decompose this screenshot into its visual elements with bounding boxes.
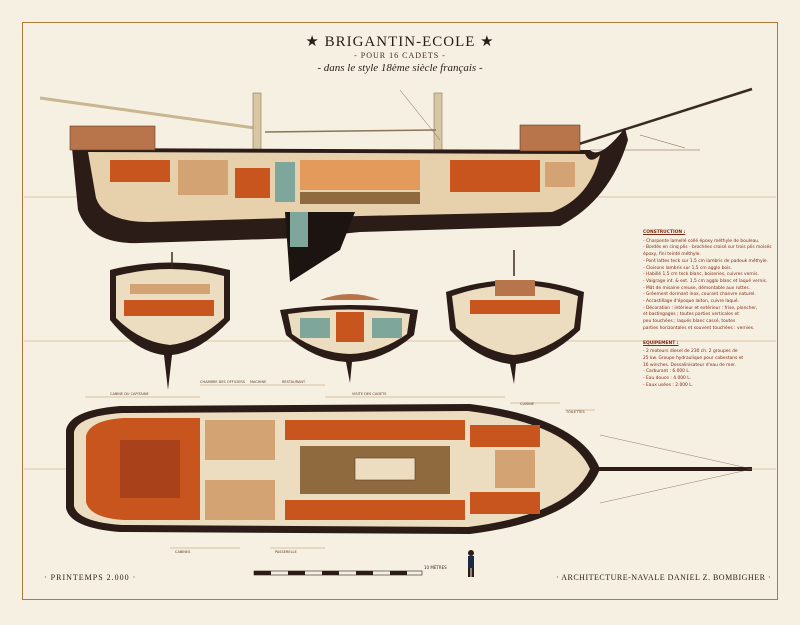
human-scale-figure	[468, 550, 474, 577]
scale-bar	[253, 570, 423, 576]
equipement-line: - Eau douce : 4.000 L.	[643, 376, 692, 382]
construction-line: et bastingages ; toutes parties vertical…	[643, 312, 739, 318]
construction-line: peu touchées ; laqués blanc cassé, toute…	[643, 319, 736, 325]
plan-label: MACHINE	[250, 380, 267, 384]
specification-notes: CONSTRUCTION : - Charpente lamellé collé…	[643, 230, 783, 389]
construction-line: - Mât de misaine creuse, démontable aux …	[643, 285, 751, 291]
scale-label: 10 MÈTRES	[424, 565, 447, 570]
plan-fore-cabin-starboard	[470, 492, 540, 514]
plan-label: CHAMBRE DES OFFICIERS	[200, 380, 246, 384]
drawing-date: · PRINTEMPS 2.000 ·	[44, 573, 137, 582]
plan-label: RESTAURANT	[282, 380, 306, 384]
plan-stay-port	[599, 434, 753, 470]
construction-heading: CONSTRUCTION :	[643, 230, 686, 235]
forecastle	[519, 124, 581, 152]
officer-room	[235, 168, 270, 198]
bowsprit	[559, 87, 753, 152]
plan-label: TOILETTES	[566, 410, 585, 414]
side-profile	[39, 87, 753, 282]
deck-plan	[66, 404, 753, 534]
construction-line: - Pont lattes teck sur 1,5 cm lambris de…	[643, 258, 768, 264]
equipement-line: - Carburant : 6.000 L.	[643, 369, 691, 375]
construction-line: - Accastillage d'époque laiton, cuivre l…	[643, 299, 740, 305]
bobstay	[639, 134, 686, 149]
construction-line: - Gréement dormant inox, courant chanvre…	[643, 292, 756, 298]
equipement-line: - 2 moteurs diesel de 230 ch. 2 groupes …	[643, 349, 738, 355]
plan-stay-starboard	[599, 468, 753, 504]
section-fore	[446, 250, 584, 384]
plan-label: CABINE DU CAPITAINE	[110, 392, 149, 396]
construction-line: - Cloisons lambris sur 1,5 cm agglo bois…	[643, 265, 732, 271]
plan-bunks-starboard	[285, 500, 465, 520]
plan-mess-table	[354, 457, 416, 481]
construction-line: - Habillé 1,5 cm teck blanc, boiseries, …	[643, 272, 759, 278]
plan-forepeak	[495, 450, 535, 488]
plan-aft-table	[120, 440, 180, 498]
plan-heads	[205, 480, 275, 520]
forepeak	[545, 162, 575, 187]
equipement-heading: EQUIPEMENT :	[643, 340, 679, 346]
drawing-style-subtitle: - dans le style 18ème siècle français -	[317, 62, 483, 74]
plan-bunks-port	[285, 420, 465, 440]
stern-castle	[69, 125, 156, 151]
construction-line: - Vaigrage int. & ext. 1,5 cm agglo blan…	[643, 278, 768, 284]
equipement-line: 25 kw. Groupe hydraulique pour cabestans…	[643, 355, 744, 361]
aft-cabin	[110, 160, 170, 182]
construction-line: - Charpente lamellé collé époxy méthyle …	[643, 238, 760, 244]
plan-callouts	[85, 384, 595, 549]
lower-deck	[300, 192, 420, 204]
plan-galley	[205, 420, 275, 460]
sheet-border	[22, 22, 778, 600]
forestay	[399, 89, 441, 141]
construction-line: - Bordés en cinq plis - brochées croisé …	[643, 245, 772, 251]
plan-label: VISITE DES CADETS	[352, 392, 387, 396]
engine-space	[275, 162, 295, 202]
equipement-line: - Eaux usées : 2.000 L.	[643, 382, 694, 388]
yard	[264, 129, 437, 133]
architect-credit: · ARCHITECTURE-NAVALE DANIEL Z. BOMBIGHE…	[556, 573, 772, 582]
main-boom	[39, 96, 256, 130]
plan-label: CABINES	[175, 550, 191, 554]
section-aft	[110, 252, 230, 390]
plan-label: CUISINE	[520, 402, 535, 406]
centerboard-trunk	[290, 212, 308, 247]
section-mid	[280, 294, 418, 383]
saloon	[300, 160, 420, 190]
plan-label: PASSERELLE	[275, 550, 297, 554]
fore-cabins	[450, 160, 540, 192]
construction-line: - Décoration : intérieur et extérieur : …	[643, 305, 758, 311]
construction-line: parties horizontales et souvent touchées…	[643, 325, 755, 331]
construction-line: époxy, fini teinté méthyle.	[643, 252, 701, 258]
equipement-line: 16 winches. Dessalinisateur d'eau de mer…	[643, 362, 736, 368]
staircase-aft	[178, 160, 228, 195]
drawing-title: ★ BRIGANTIN-ECOLE ★	[305, 34, 495, 50]
drawing-subtitle: - POUR 16 CADETS -	[354, 51, 446, 60]
plan-fore-cabin-port	[470, 425, 540, 447]
